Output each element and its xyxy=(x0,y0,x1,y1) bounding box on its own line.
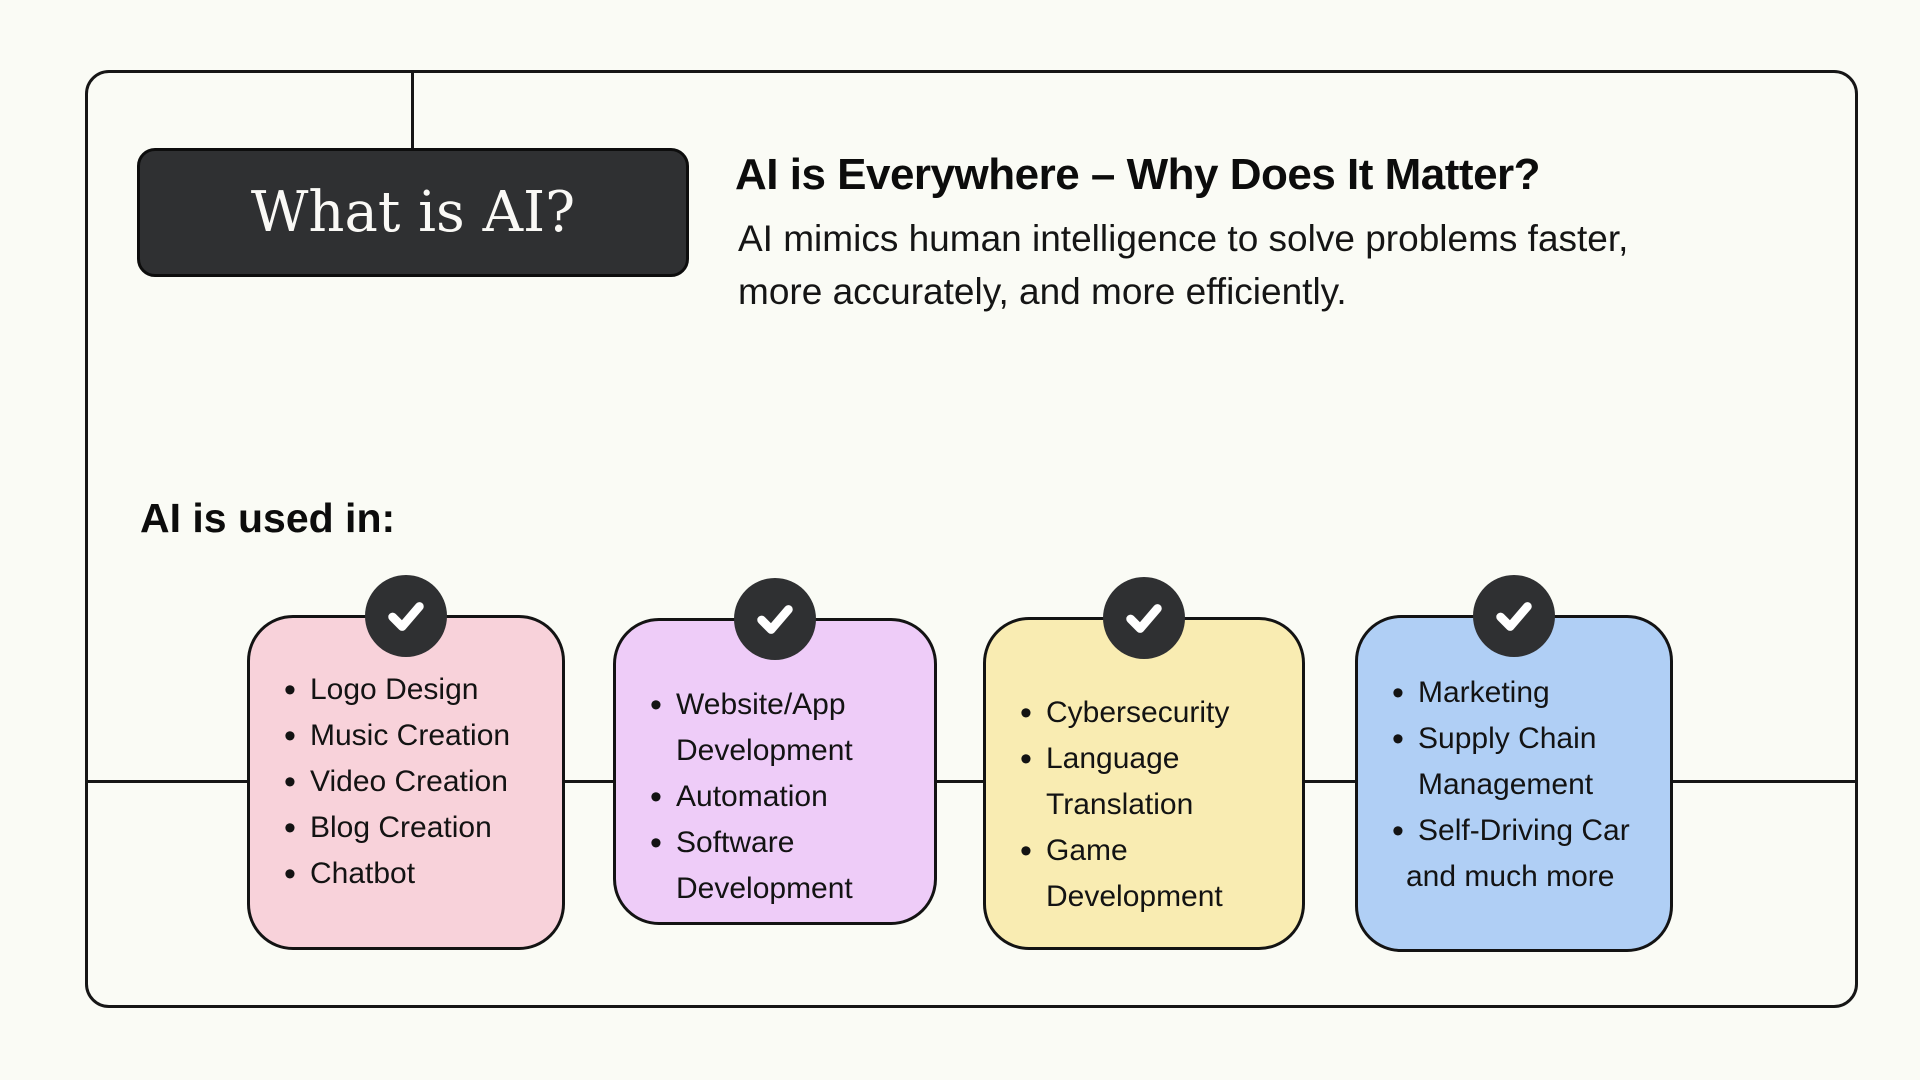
top-connector-line xyxy=(411,70,414,151)
usage-item: Music Creation xyxy=(284,713,548,759)
usage-item: Software Development xyxy=(650,820,920,912)
usage-card-development[interactable]: Website/App DevelopmentAutomationSoftwar… xyxy=(613,578,937,925)
root-node-label: What is AI? xyxy=(250,180,576,245)
usage-card-creative[interactable]: Logo DesignMusic CreationVideo CreationB… xyxy=(247,575,565,950)
usage-item: Logo Design xyxy=(284,667,548,713)
section-label: AI is used in: xyxy=(140,495,396,541)
intro-heading: AI is Everywhere – Why Does It Matter? xyxy=(735,150,1541,199)
usage-item: Video Creation xyxy=(284,759,548,805)
intro-body: AI mimics human intelligence to solve pr… xyxy=(738,212,1628,318)
check-badge xyxy=(1473,575,1555,657)
usage-list: Website/App DevelopmentAutomationSoftwar… xyxy=(616,682,934,912)
check-badge xyxy=(734,578,816,660)
intro-body-line2: more accurately, and more efficiently. xyxy=(738,271,1347,312)
usage-item: Website/App Development xyxy=(650,682,920,774)
check-icon xyxy=(1496,602,1532,631)
usage-card-business[interactable]: MarketingSupply Chain ManagementSelf-Dri… xyxy=(1355,575,1673,952)
usage-item: Self-Driving Car xyxy=(1392,808,1656,854)
check-icon xyxy=(1126,604,1162,633)
usage-item: Marketing xyxy=(1392,670,1656,716)
intro-body-line1: AI mimics human intelligence to solve pr… xyxy=(738,218,1629,259)
usage-item: Supply Chain Management xyxy=(1392,716,1656,808)
usage-item: Blog Creation xyxy=(284,805,548,851)
check-icon xyxy=(388,602,424,631)
usage-item: Cybersecurity xyxy=(1020,690,1288,736)
check-badge xyxy=(365,575,447,657)
root-node-what-is-ai[interactable]: What is AI? xyxy=(137,148,689,277)
horizontal-connector-line xyxy=(85,780,1858,783)
usage-card-security[interactable]: CybersecurityLanguage TranslationGame De… xyxy=(983,577,1305,950)
usage-list: MarketingSupply Chain ManagementSelf-Dri… xyxy=(1358,670,1670,854)
usage-list: CybersecurityLanguage TranslationGame De… xyxy=(986,690,1302,920)
usage-list: Logo DesignMusic CreationVideo CreationB… xyxy=(250,667,562,897)
usage-item: Chatbot xyxy=(284,851,548,897)
usage-item: Automation xyxy=(650,774,920,820)
usage-footer: and much more xyxy=(1406,860,1615,893)
usage-item: Game Development xyxy=(1020,828,1288,920)
usage-item: Language Translation xyxy=(1020,736,1288,828)
diagram-frame xyxy=(85,70,1858,1008)
check-badge xyxy=(1103,577,1185,659)
check-icon xyxy=(757,605,793,634)
